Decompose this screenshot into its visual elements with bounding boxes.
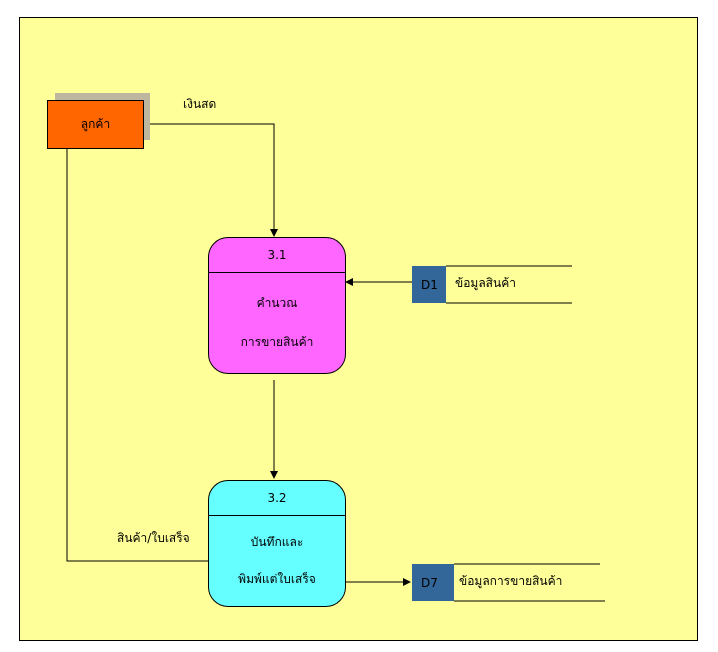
process-title-line1: คำนวณ <box>256 295 298 310</box>
flow-label-cash: เงินสด <box>183 97 217 111</box>
flow-cash-line <box>142 123 278 237</box>
process-title-line1: บันทึกและ <box>250 535 304 550</box>
datastore-d1-name: ข้อมูลสินค้า <box>455 276 516 290</box>
process-3-1[interactable]: 3.1 คำนวณ การขายสินค้า <box>208 237 346 374</box>
process-3-2[interactable]: 3.2 บันทึกและ พิมพ์แต่ใบเสร็จ <box>208 480 346 607</box>
process-id: 3.2 <box>209 481 345 516</box>
datastore-d1-id[interactable]: D1 <box>412 266 446 303</box>
flow-goods-receipt-line <box>66 147 208 562</box>
process-title-line2: พิมพ์แต่ใบเสร็จ <box>238 571 316 586</box>
entity-customer[interactable]: ลูกค้า <box>47 100 144 149</box>
datastore-d7-id[interactable]: D7 <box>412 564 454 601</box>
datastore-d7-name: ข้อมูลการขายสินค้า <box>459 574 563 588</box>
flow-label-goods-receipt: สินค้า/ใบเสร็จ <box>117 531 190 545</box>
process-title-line2: การขายสินค้า <box>240 335 314 350</box>
entity-label: ลูกค้า <box>80 117 111 131</box>
process-id: 3.1 <box>209 238 345 273</box>
